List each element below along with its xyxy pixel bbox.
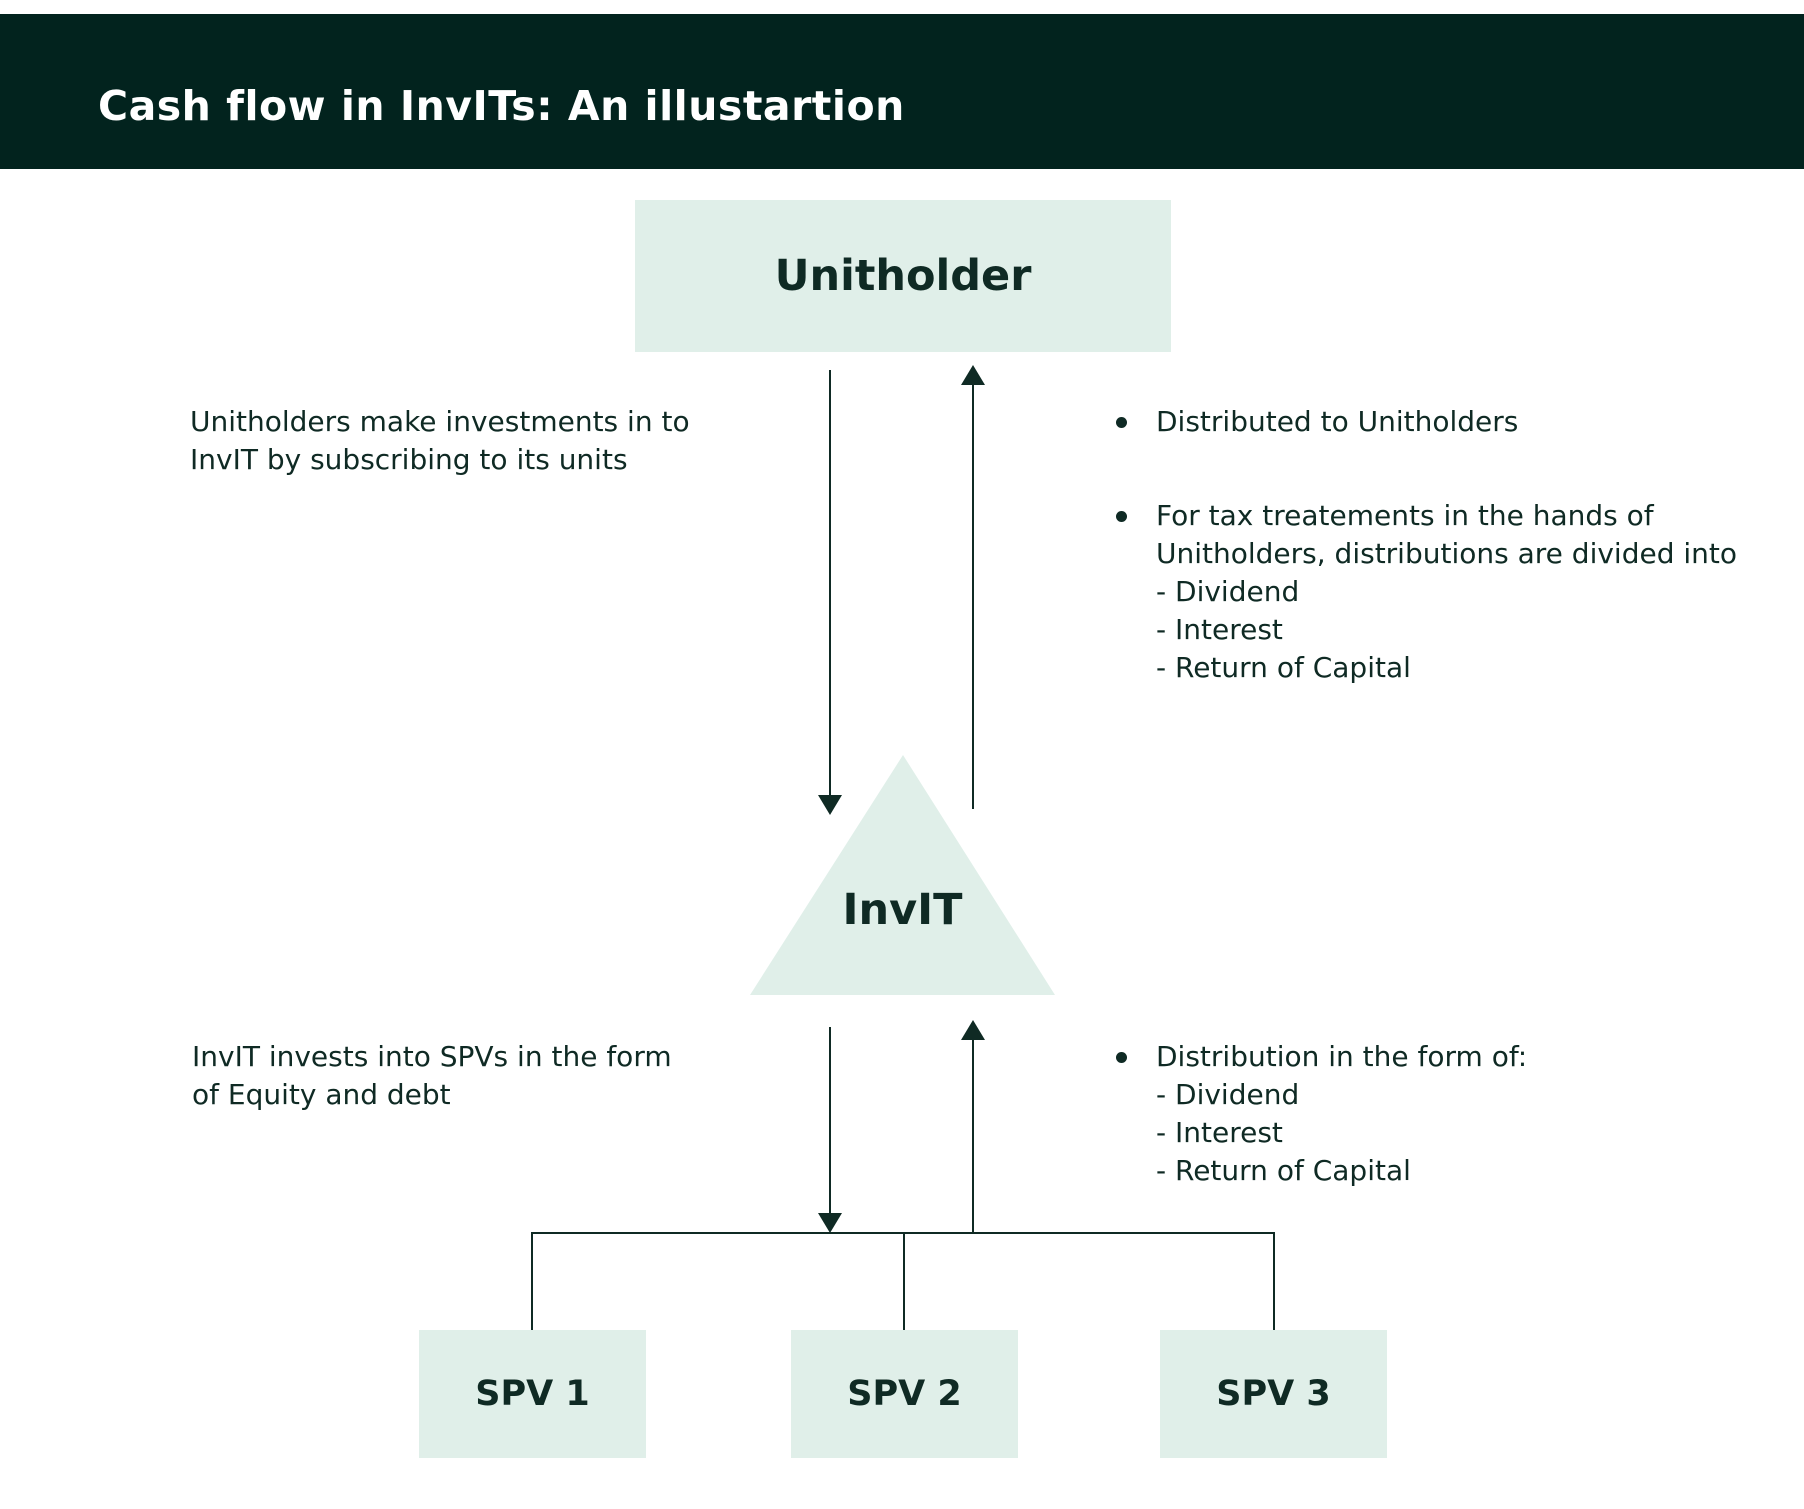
- distribution-top-list: Distributed to Unitholders For tax treat…: [1114, 403, 1737, 687]
- spv2-node: SPV 2: [791, 1330, 1018, 1458]
- arrow-spv-up-head: [961, 1020, 985, 1040]
- distribution-bottom-line: Distribution in the form of:: [1156, 1040, 1528, 1073]
- bullet-icon: [1116, 417, 1127, 428]
- invit-triangle: [750, 755, 1055, 995]
- distribution-top-line: - Interest: [1156, 613, 1283, 646]
- arrow-spv-down-head: [818, 1213, 842, 1233]
- distribution-bottom-list: Distribution in the form of: - Dividend …: [1114, 1038, 1527, 1190]
- bullet-icon: [1116, 1052, 1127, 1063]
- investment-spv-note-line: of Equity and debt: [192, 1078, 451, 1111]
- distribution-top-line: Unitholders, distributions are divided i…: [1156, 537, 1737, 570]
- header-bar: Cash flow in InvITs: An illustartion: [0, 14, 1804, 169]
- page-title: Cash flow in InvITs: An illustartion: [98, 82, 905, 130]
- investment-in-note-line: InvIT by subscribing to its units: [190, 443, 628, 476]
- distribution-bottom-item: Distribution in the form of: - Dividend …: [1114, 1038, 1527, 1190]
- distribution-top-item: Distributed to Unitholders: [1114, 403, 1737, 441]
- arrow-invest-down-head: [818, 795, 842, 815]
- distribution-bottom-line: - Return of Capital: [1156, 1154, 1411, 1187]
- spv3-node: SPV 3: [1160, 1330, 1387, 1458]
- distribution-bottom-line: - Interest: [1156, 1116, 1283, 1149]
- spv1-node: SPV 1: [419, 1330, 646, 1458]
- investment-spv-note: InvIT invests into SPVs in the form of E…: [192, 1038, 672, 1114]
- arrow-distribute-up-head: [961, 365, 985, 385]
- unitholder-node: Unitholder: [635, 200, 1171, 352]
- distribution-top-line: - Return of Capital: [1156, 651, 1411, 684]
- investment-spv-note-line: InvIT invests into SPVs in the form: [192, 1040, 672, 1073]
- investment-in-note: Unitholders make investments in to InvIT…: [190, 403, 690, 479]
- distribution-top-line: Distributed to Unitholders: [1156, 405, 1519, 438]
- distribution-bottom-line: - Dividend: [1156, 1078, 1300, 1111]
- invit-node-label: InvIT: [842, 885, 963, 935]
- distribution-top-item: For tax treatements in the hands of Unit…: [1114, 497, 1737, 687]
- distribution-top-line: - Dividend: [1156, 575, 1300, 608]
- bullet-icon: [1116, 511, 1127, 522]
- investment-in-note-line: Unitholders make investments in to: [190, 405, 690, 438]
- distribution-top-line: For tax treatements in the hands of: [1156, 499, 1654, 532]
